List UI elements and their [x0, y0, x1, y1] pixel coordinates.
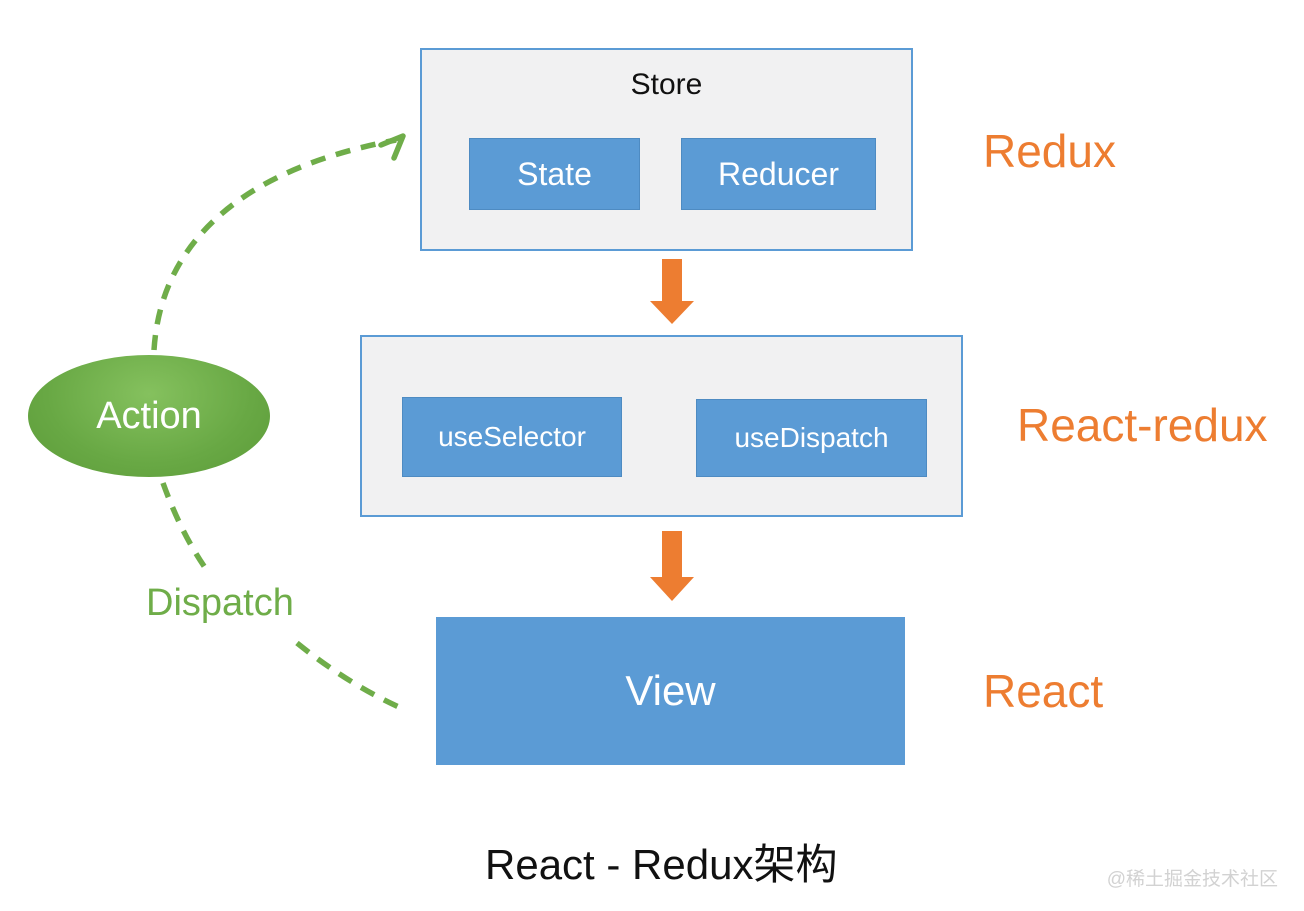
store-label: Store: [630, 68, 703, 101]
reducer-box: Reducer: [681, 138, 876, 210]
layer-label-react-redux: React-redux: [1017, 399, 1268, 451]
reactredux-to-view-arrow-icon: [650, 531, 694, 601]
dispatch-edge-label: Dispatch: [146, 582, 294, 624]
view-box: View: [436, 617, 905, 765]
watermark-text: @稀土掘金技术社区: [1106, 869, 1278, 890]
use-dispatch-box: useDispatch: [696, 399, 927, 477]
state-box: State: [469, 138, 640, 210]
react-redux-box: useSelector useDispatch: [360, 335, 963, 517]
diagram-title: React - Redux架构: [485, 841, 838, 888]
store-to-reactredux-arrow-icon: [650, 259, 694, 324]
action-to-store-dashed-curve: [151, 137, 397, 351]
action-to-dispatch-dashed-curve: [160, 482, 209, 571]
dispatch-to-view-dashed-curve: [295, 640, 403, 711]
use-selector-box: useSelector: [402, 397, 622, 477]
layer-label-redux: Redux: [983, 125, 1116, 177]
action-to-store-arrowhead-icon: [378, 133, 406, 161]
action-ellipse: Action: [28, 355, 270, 477]
layer-label-react: React: [983, 665, 1104, 717]
store-box: Store State Reducer: [420, 48, 913, 251]
